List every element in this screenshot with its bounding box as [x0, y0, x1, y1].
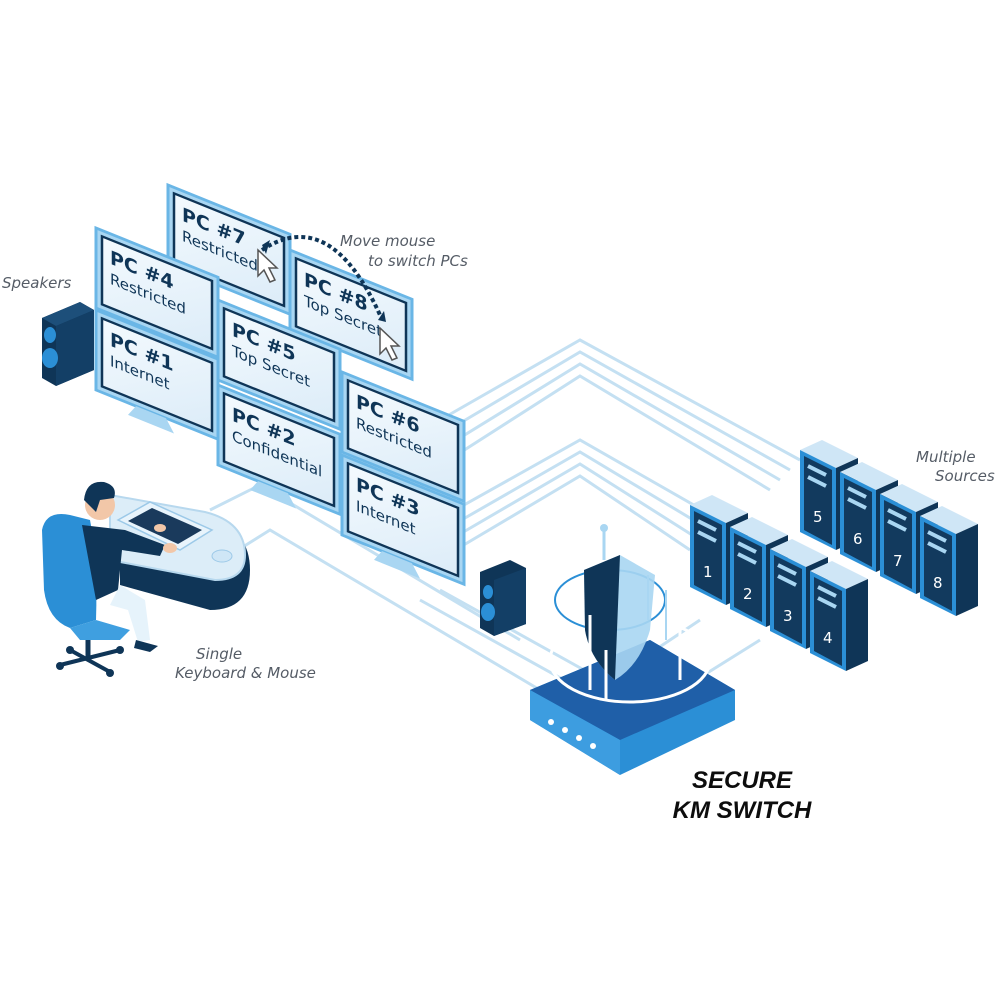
monitor-stand: [250, 481, 296, 509]
operator-figure: [42, 481, 250, 677]
server-number: 3: [783, 607, 793, 625]
server-number: 4: [823, 629, 833, 647]
server-number: 8: [933, 574, 943, 592]
keyboard-mouse-label-line2: Keyboard & Mouse: [175, 664, 316, 682]
server-number: 1: [703, 563, 713, 581]
keyboard-mouse-label-line1: Single: [196, 645, 243, 663]
server-tower-icon: 8: [920, 506, 978, 616]
switch-arrow: [260, 234, 386, 322]
cursor-icon: [257, 248, 279, 283]
cursor-icon: [379, 326, 401, 361]
move-mouse-label-line2: to switch PCs: [368, 252, 468, 270]
server-tower-icon: 4: [810, 561, 868, 671]
server-number: 2: [743, 585, 753, 603]
multiple-sources-label-line2: Sources: [935, 467, 995, 485]
monitor-stand: [374, 551, 420, 579]
server-number: 7: [893, 552, 903, 570]
move-mouse-label-line1: Move mouse: [340, 232, 436, 250]
server-number: 6: [853, 530, 863, 548]
monitor-stand: [128, 406, 174, 434]
speakers-label: Speakers: [2, 274, 72, 292]
multiple-sources-label-line1: Multiple: [916, 448, 976, 466]
speaker-center-icon: [480, 560, 526, 636]
speaker-left-icon: [42, 302, 94, 386]
title-line1: SECURE: [691, 767, 793, 794]
server-number: 5: [813, 508, 823, 526]
km-switch-device: [530, 524, 735, 775]
title-line2: KM SWITCH: [672, 797, 812, 824]
server-group: 5 6 7 8 1 2 3 4: [690, 440, 978, 671]
